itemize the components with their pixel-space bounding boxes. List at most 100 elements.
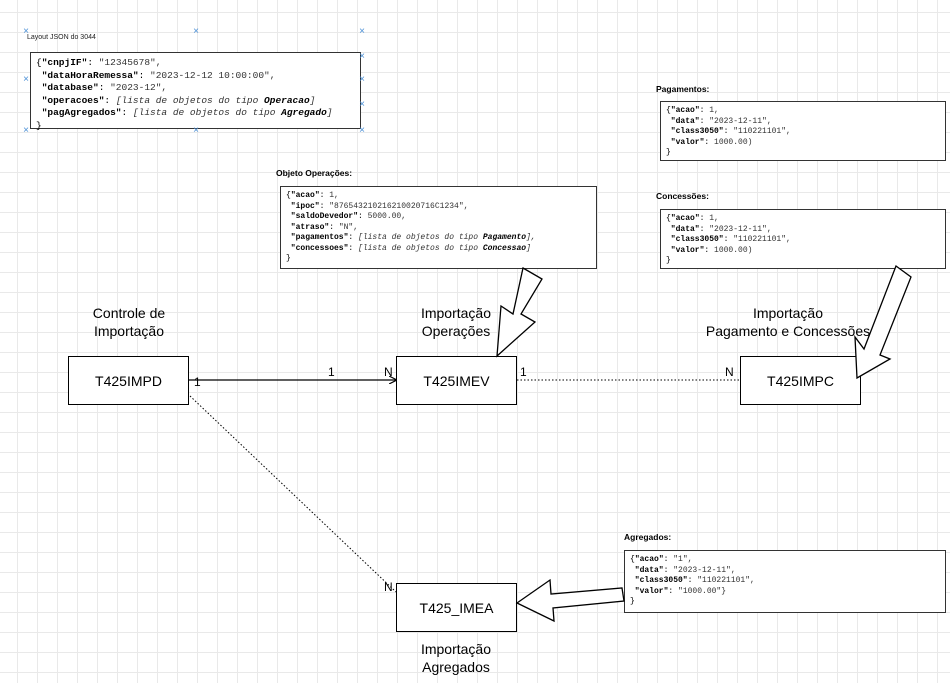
operacoes-header: Objeto Operações: xyxy=(276,168,353,178)
json-separator: : xyxy=(699,224,710,234)
agregados-header: Agregados: xyxy=(624,532,672,542)
json-line: {"acao": 1, xyxy=(286,191,591,202)
json-close-brace: } xyxy=(666,148,671,157)
json-separator: : xyxy=(319,191,330,200)
json-line: {"acao": 1, xyxy=(666,106,940,117)
json-line: "data": "2023-12-11", xyxy=(666,225,940,236)
json-line: {"acao": "1", xyxy=(630,555,940,566)
impc-description-line1: Importação xyxy=(752,305,824,321)
json-value: 1, xyxy=(709,214,719,223)
json-comment: [lista de objetos do tipo xyxy=(132,107,282,118)
concessoes-json-box[interactable]: {"acao": 1,"data": "2023-12-11","class30… xyxy=(660,209,946,269)
selection-handle-icon[interactable]: × xyxy=(23,26,29,37)
cardinality-label: 1 xyxy=(520,365,527,379)
json-separator: : xyxy=(87,57,99,68)
json-separator: : xyxy=(704,245,715,255)
layout-caption: Layout JSON do 3044 xyxy=(27,34,96,41)
json-separator: : xyxy=(668,586,679,596)
json-comment: ] xyxy=(326,107,333,118)
agregados-json-box[interactable]: {"acao": "1","data": "2023-12-11","class… xyxy=(624,550,946,613)
selection-handle-icon[interactable]: × xyxy=(359,99,365,110)
entity-t425imev[interactable]: T425IMEV xyxy=(396,356,517,405)
json-key: "class3050" xyxy=(670,127,724,136)
json-value: "2023-12-11", xyxy=(709,116,772,126)
json-key: "acao" xyxy=(670,214,700,223)
json-key: "pagAgregados" xyxy=(41,107,122,118)
entity-t425impc[interactable]: T425IMPC xyxy=(740,356,861,405)
json-key: "acao" xyxy=(670,106,700,115)
json-type: Concessao xyxy=(482,243,527,253)
json-key: "pagamentos" xyxy=(290,233,349,242)
json-separator: : xyxy=(699,106,710,115)
json-line: "class3050": "110221101", xyxy=(666,127,940,138)
selection-handle-icon[interactable]: × xyxy=(193,125,199,136)
json-key: "data" xyxy=(670,224,700,234)
selection-handle-icon[interactable]: × xyxy=(23,125,29,136)
selection-handle-icon[interactable]: × xyxy=(359,125,365,136)
entity-t425imev-name: T425IMEV xyxy=(423,372,490,389)
json-value: "12345678", xyxy=(98,57,162,68)
selection-handle-icon[interactable]: × xyxy=(23,74,29,85)
layout-json-box[interactable]: {"cnpjIF": "12345678","dataHoraRemessa":… xyxy=(30,52,361,131)
json-separator: : xyxy=(121,107,133,118)
json-separator: : xyxy=(98,82,111,93)
json-separator: : xyxy=(663,555,674,564)
concessoes-header: Concessões: xyxy=(656,191,709,201)
entity-t425-imea[interactable]: T425_IMEA xyxy=(396,583,517,632)
selection-handle-icon[interactable]: × xyxy=(359,26,365,37)
imea-description-line2: Agregados xyxy=(422,659,490,675)
json-value: "2023-12-12 10:00:00", xyxy=(150,69,276,81)
json-line: "database": "2023-12", xyxy=(36,82,355,95)
json-value: 1, xyxy=(329,191,339,200)
impc-description: Importação Pagamento e Concessões xyxy=(690,304,886,340)
json-separator: : xyxy=(704,137,715,147)
json-line: "valor": "1000.00"} xyxy=(630,587,940,598)
json-value: "2023-12-11", xyxy=(709,224,772,234)
entity-t425impd[interactable]: T425IMPD xyxy=(68,356,189,405)
selection-handle-icon[interactable]: × xyxy=(193,26,199,37)
operacoes-json-box[interactable]: {"acao": 1,"ipoc": "87654321021621002071… xyxy=(280,186,597,269)
json-key: "acao" xyxy=(290,191,320,200)
json-key: "concessoes" xyxy=(290,243,349,253)
imev-description: Importação Operações xyxy=(376,304,536,340)
json-type: Pagamento xyxy=(482,233,527,242)
json-line: "pagAgregados": [lista de objetos do tip… xyxy=(36,107,355,120)
json-value: 1, xyxy=(709,106,719,115)
json-value: "110221101", xyxy=(697,576,755,585)
json-separator: : xyxy=(723,127,734,136)
relation-impd-imea[interactable] xyxy=(189,395,397,593)
json-line: "dataHoraRemessa": "2023-12-12 10:00:00"… xyxy=(36,70,355,83)
json-line: "pagamentos": [lista de objetos do tipo … xyxy=(286,233,591,244)
json-key: "valor" xyxy=(670,245,705,255)
json-separator: : xyxy=(348,233,359,242)
impc-description-line2: Pagamento e Concessões xyxy=(705,323,871,339)
json-line: {"acao": 1, xyxy=(666,214,940,225)
json-key: "atraso" xyxy=(290,222,330,232)
json-close-brace: } xyxy=(630,597,635,606)
pagamentos-json-box[interactable]: {"acao": 1,"data": "2023-12-11","class30… xyxy=(660,101,946,161)
entity-t425-imea-name: T425_IMEA xyxy=(419,599,494,616)
json-close-brace: } xyxy=(36,119,42,131)
selection-handle-icon[interactable]: × xyxy=(359,51,365,62)
selection-handle-icon[interactable]: × xyxy=(359,74,365,85)
json-key: "acao" xyxy=(634,555,664,564)
json-close-brace: } xyxy=(286,254,291,263)
json-value: "1", xyxy=(673,555,693,564)
json-line: "ipoc": "876543210216210020716C1234", xyxy=(286,202,591,213)
cardinality-label: N xyxy=(384,365,393,379)
json-type: Operacao xyxy=(264,94,310,106)
json-value: "110221101", xyxy=(733,127,791,136)
json-separator: : xyxy=(358,212,368,221)
json-line: "class3050": "110221101", xyxy=(666,235,940,246)
json-close-brace: } xyxy=(666,256,671,265)
imea-description-line1: Importação xyxy=(420,641,492,657)
json-line: "data": "2023-12-11", xyxy=(630,566,940,577)
json-separator: : xyxy=(687,576,698,585)
json-line: "valor": 1000.00) xyxy=(666,138,940,149)
json-value: "2023-12", xyxy=(110,82,168,93)
json-comment: [lista de objetos do tipo xyxy=(358,233,483,242)
json-line: "atraso": "N", xyxy=(286,223,591,234)
json-value: "2023-12-11", xyxy=(673,565,736,575)
json-line: "operacoes": [lista de objetos do tipo O… xyxy=(36,95,355,108)
